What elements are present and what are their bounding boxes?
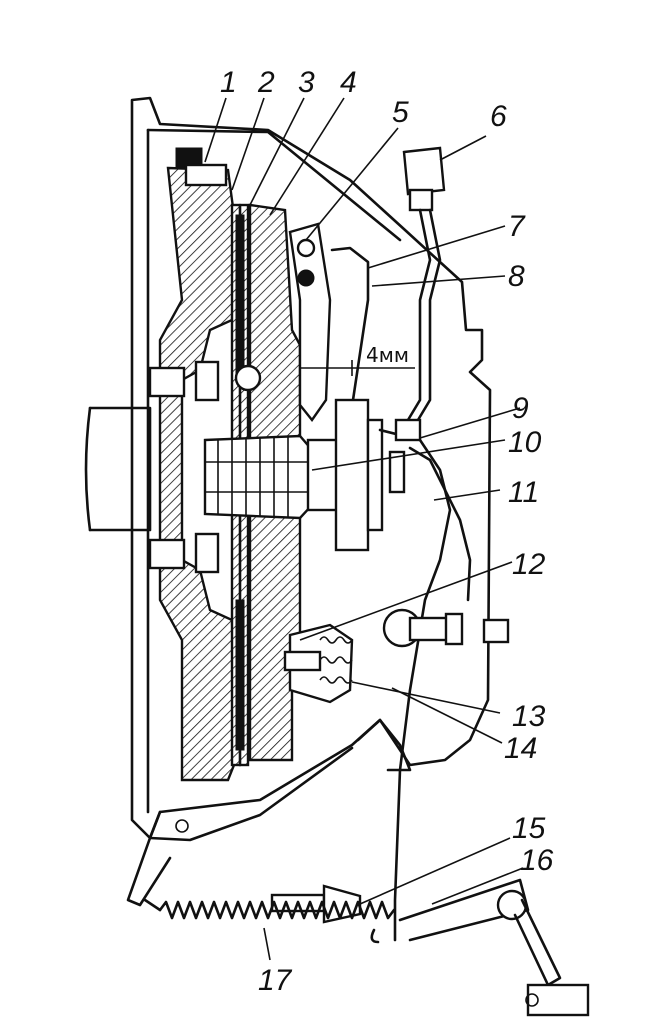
callout-6: 6: [490, 100, 507, 133]
callout-7: 7: [508, 210, 526, 243]
return-spring: [143, 898, 396, 944]
release-bearing: [306, 398, 406, 552]
gap-dimension: 4мм: [299, 343, 415, 376]
callout-14: 14: [504, 732, 537, 765]
clutch-housing: [130, 96, 492, 840]
callout-17: 17: [258, 964, 293, 997]
leader-lines: [204, 97, 524, 961]
callout-10: 10: [508, 426, 542, 459]
disc-hub: [203, 434, 314, 520]
flywheel-bolts: [148, 360, 262, 574]
lubricator-fitting: [394, 146, 446, 442]
callout-9: 9: [512, 392, 529, 425]
release-fork: [378, 428, 472, 942]
callout-12: 12: [512, 548, 546, 581]
callout-8: 8: [508, 260, 525, 293]
callout-5: 5: [392, 96, 409, 129]
callout-3: 3: [298, 66, 315, 99]
callout-4: 4: [340, 66, 357, 99]
gap-dimension-label: 4мм: [366, 343, 409, 367]
release-lever: [288, 222, 370, 423]
callout-15: 15: [512, 812, 546, 845]
callout-11: 11: [508, 476, 539, 509]
callout-13: 13: [512, 700, 546, 733]
callout-2: 2: [257, 66, 275, 99]
pressure-spring: [283, 623, 354, 704]
linkage: [126, 718, 590, 1017]
callout-1: 1: [220, 66, 237, 99]
callout-labels: 1 2 3 4 5 6 7 8 9 10 11 12 13 14 15 16 1…: [220, 66, 554, 997]
crankshaft-hub: [84, 406, 152, 532]
callout-16: 16: [520, 844, 554, 877]
fork-pivot: [382, 608, 510, 648]
